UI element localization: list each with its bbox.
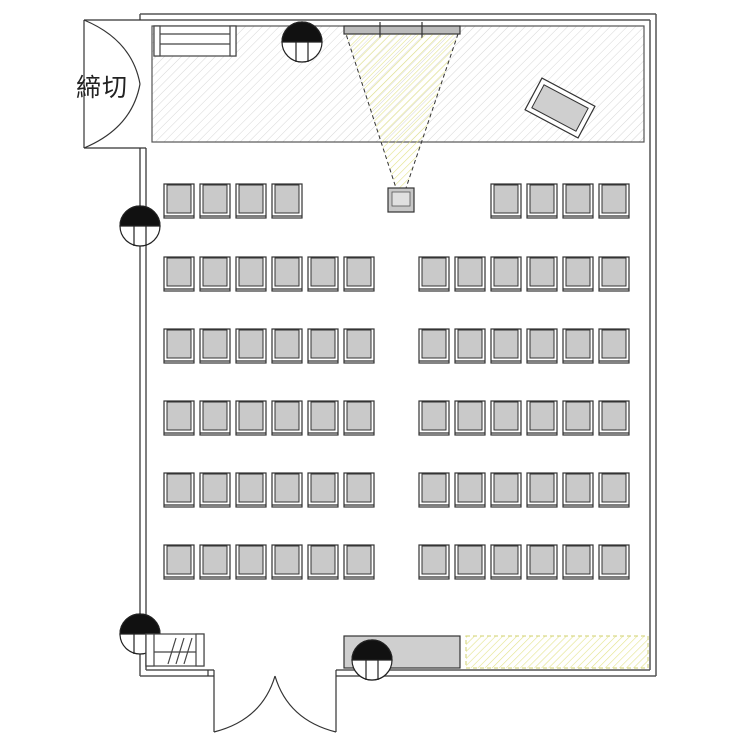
chair — [490, 544, 522, 580]
chair — [271, 400, 303, 436]
chair — [454, 400, 486, 436]
seating-area — [163, 183, 630, 580]
chair — [526, 400, 558, 436]
chair — [598, 544, 630, 580]
lectern-icon — [524, 77, 596, 139]
chair — [562, 472, 594, 508]
chair — [199, 183, 231, 219]
chair — [454, 472, 486, 508]
chair — [271, 544, 303, 580]
chair — [598, 472, 630, 508]
chair — [235, 544, 267, 580]
bottom-door[interactable] — [207, 670, 337, 733]
chair — [598, 256, 630, 292]
chair — [235, 328, 267, 364]
chair — [307, 472, 339, 508]
chair — [199, 256, 231, 292]
chair — [343, 472, 375, 508]
projector-icon — [387, 187, 415, 213]
chair — [163, 400, 195, 436]
chair — [526, 256, 558, 292]
chair — [598, 400, 630, 436]
chair — [490, 400, 522, 436]
chair — [271, 183, 303, 219]
chair — [490, 256, 522, 292]
chair — [163, 544, 195, 580]
speaker-icon — [351, 639, 393, 681]
chair — [343, 328, 375, 364]
chair — [454, 328, 486, 364]
chair — [163, 472, 195, 508]
chair — [235, 472, 267, 508]
chair — [562, 544, 594, 580]
chair — [490, 472, 522, 508]
chair — [490, 183, 522, 219]
chair — [307, 256, 339, 292]
chair — [598, 183, 630, 219]
chair — [163, 256, 195, 292]
chair — [199, 472, 231, 508]
chair — [307, 400, 339, 436]
chair — [418, 400, 450, 436]
chair — [526, 183, 558, 219]
chair — [235, 256, 267, 292]
chair — [271, 472, 303, 508]
chair — [418, 328, 450, 364]
chair — [199, 328, 231, 364]
chair — [199, 400, 231, 436]
chair — [418, 544, 450, 580]
chair — [418, 256, 450, 292]
chair — [307, 328, 339, 364]
chair — [454, 256, 486, 292]
room-label: 締切 — [76, 73, 129, 102]
chair — [163, 328, 195, 364]
chair — [343, 256, 375, 292]
chair — [562, 183, 594, 219]
stage-table — [153, 25, 237, 57]
chair — [163, 183, 195, 219]
chair — [562, 256, 594, 292]
chair — [526, 328, 558, 364]
highlight-area — [465, 635, 649, 669]
bottom-left-shelf — [145, 633, 205, 667]
speaker-icon — [119, 205, 161, 247]
left-door[interactable] — [83, 19, 146, 149]
chair — [271, 328, 303, 364]
speaker-icon — [281, 21, 323, 63]
chair — [307, 544, 339, 580]
chair — [343, 400, 375, 436]
chair — [235, 183, 267, 219]
chair — [343, 544, 375, 580]
chair — [418, 472, 450, 508]
chair — [199, 544, 231, 580]
chair — [454, 544, 486, 580]
chair — [271, 256, 303, 292]
chair — [235, 400, 267, 436]
chair — [598, 328, 630, 364]
chair — [526, 544, 558, 580]
chair — [490, 328, 522, 364]
chair — [526, 472, 558, 508]
chair — [562, 328, 594, 364]
chair — [562, 400, 594, 436]
